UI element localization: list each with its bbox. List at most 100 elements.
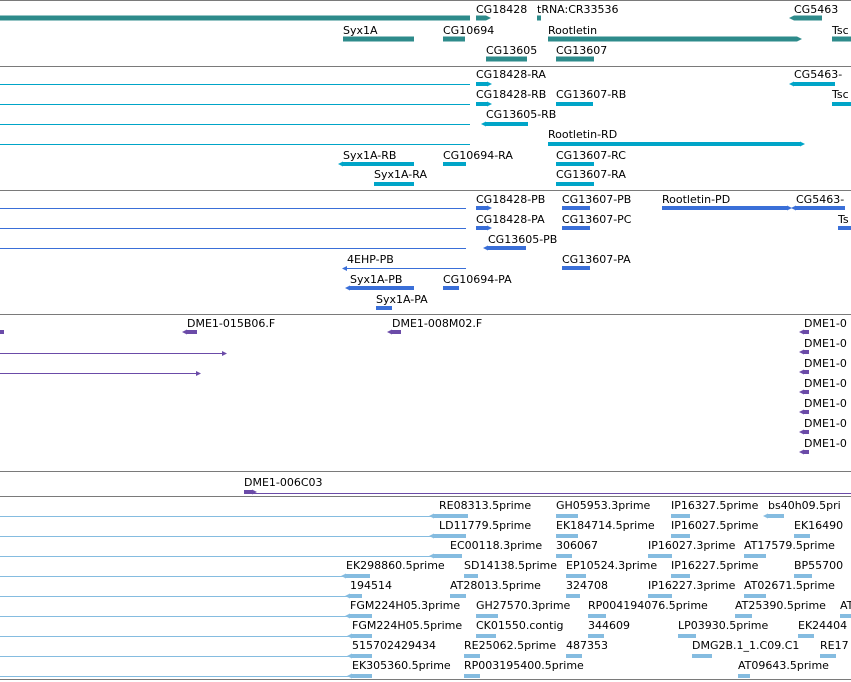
est-track-feature[interactable] (735, 614, 752, 618)
feature-label[interactable]: DME1-0 (804, 377, 847, 390)
feature-label[interactable]: AT25390.5prime (735, 599, 826, 612)
clone-track-feature[interactable] (0, 351, 227, 356)
feature-label[interactable]: DME1-015B06.F (187, 317, 276, 330)
transcript-track-feature[interactable] (789, 81, 835, 87)
feature-label[interactable]: IP16227.5prime (671, 559, 759, 572)
gene-track-feature[interactable] (556, 56, 594, 62)
protein-track-feature[interactable] (476, 225, 492, 231)
clone-track-feature[interactable] (0, 371, 201, 376)
feature-label[interactable]: DME1-0 (804, 437, 847, 450)
feature-label[interactable]: CG5463- (794, 68, 843, 81)
est-track-feature[interactable] (0, 536, 434, 537)
feature-label[interactable]: EK184714.5prime (556, 519, 655, 532)
est-track-feature[interactable] (671, 574, 690, 578)
transcript-track-feature[interactable] (0, 104, 470, 105)
est-track-feature[interactable] (566, 574, 586, 578)
feature-label[interactable]: CG13607-RB (556, 88, 627, 101)
est-track-feature[interactable] (671, 514, 690, 518)
feature-label[interactable]: GH27570.3prime (476, 599, 571, 612)
feature-label[interactable]: 515702429434 (352, 639, 436, 652)
feature-label[interactable]: RP004194076.5prime (588, 599, 708, 612)
transcript-track-feature[interactable] (556, 182, 594, 186)
est-track-feature[interactable] (738, 674, 750, 678)
protein-track-feature[interactable] (791, 205, 845, 211)
transcript-track-feature[interactable] (338, 161, 414, 167)
est-track-feature[interactable] (794, 534, 810, 538)
feature-label[interactable]: EC00118.3prime (450, 539, 543, 552)
feature-label[interactable]: 487353 (566, 639, 608, 652)
feature-label[interactable]: CG13605 (486, 44, 538, 57)
feature-label[interactable]: CG13605-PB (488, 233, 558, 246)
feature-label[interactable]: CG18428 (476, 3, 528, 16)
feature-label[interactable]: AT02671.5prime (744, 579, 835, 592)
est-track-feature[interactable] (566, 594, 580, 598)
clone-track-feature[interactable] (799, 389, 809, 395)
transcript-track-feature[interactable] (556, 102, 593, 106)
protein-track-feature[interactable] (483, 245, 526, 251)
feature-label[interactable]: DME1-0 (804, 397, 847, 410)
feature-label[interactable]: CG5463 (794, 3, 839, 16)
feature-label[interactable]: EK24404 (798, 619, 848, 632)
feature-label[interactable]: CG10694-RA (443, 149, 513, 162)
feature-label[interactable]: DME1-0 (804, 357, 847, 370)
est-track-feature[interactable] (0, 516, 434, 517)
protein-track-feature[interactable] (476, 205, 492, 211)
protein-track-feature[interactable] (562, 226, 590, 230)
feature-label[interactable]: 4EHP-PB (347, 253, 394, 266)
est-track-feature[interactable] (0, 636, 352, 637)
feature-label[interactable]: 194514 (350, 579, 392, 592)
feature-label[interactable]: Syx1A-PB (350, 273, 403, 286)
feature-label[interactable]: RE17 (820, 639, 849, 652)
est-track-feature[interactable] (429, 533, 466, 539)
feature-label[interactable]: Rootletin (548, 24, 598, 37)
feature-label[interactable]: tRNA:CR33536 (537, 3, 619, 16)
est-track-feature[interactable] (0, 596, 350, 597)
feature-label[interactable]: CG18428-PB (476, 193, 546, 206)
clone-track-feature[interactable] (799, 429, 809, 435)
protein-track-feature[interactable] (345, 285, 414, 291)
est-track-feature[interactable] (0, 616, 350, 617)
protein-track-feature[interactable] (562, 266, 590, 270)
feature-label[interactable]: bs40h09.5pri (768, 499, 841, 512)
feature-label[interactable]: IP16327.5prime (671, 499, 759, 512)
transcript-track-feature[interactable] (476, 81, 492, 87)
est-track-feature[interactable] (476, 634, 496, 638)
est-track-feature[interactable] (798, 634, 814, 638)
feature-label[interactable]: DMG2B.1_1.C09.C1 (692, 639, 800, 652)
gene-track-feature[interactable] (486, 56, 527, 62)
protein-track-feature[interactable] (376, 306, 392, 310)
protein-track-feature[interactable] (342, 266, 466, 271)
transcript-track-feature[interactable] (832, 102, 851, 106)
feature-label[interactable]: RP003195400.5prime (464, 659, 584, 672)
protein-track-feature[interactable] (443, 286, 459, 290)
feature-label[interactable]: CG13607-RC (556, 149, 626, 162)
est-track-feature[interactable] (556, 534, 578, 538)
feature-label[interactable]: CG18428-RA (476, 68, 546, 81)
est-track-feature[interactable] (464, 574, 478, 578)
est-track-feature[interactable] (566, 654, 582, 658)
clone-track-feature[interactable] (182, 329, 197, 335)
feature-label[interactable]: AT (840, 599, 851, 612)
est-track-feature[interactable] (671, 534, 690, 538)
feature-label[interactable]: 324708 (566, 579, 608, 592)
feature-label[interactable]: EP10524.3prime (566, 559, 658, 572)
est-track-feature[interactable] (0, 676, 352, 677)
gene-track-feature[interactable] (0, 15, 470, 21)
transcript-track-feature[interactable] (476, 101, 492, 107)
feature-label[interactable]: Syx1A-PA (376, 293, 428, 306)
feature-label[interactable]: Ts (838, 213, 849, 226)
feature-label[interactable]: Syx1A-RA (374, 168, 427, 181)
est-track-feature[interactable] (648, 594, 672, 598)
transcript-track-feature[interactable] (556, 162, 594, 166)
transcript-track-feature[interactable] (0, 144, 470, 145)
gene-track-feature[interactable] (537, 15, 541, 21)
gene-track-feature[interactable] (476, 15, 491, 21)
feature-label[interactable]: CG13607-PA (562, 253, 631, 266)
transcript-track-feature[interactable] (548, 141, 805, 147)
gene-track-feature[interactable] (443, 36, 465, 42)
est-track-feature[interactable] (840, 614, 851, 618)
est-track-feature[interactable] (429, 513, 468, 519)
protein-track-feature[interactable] (838, 226, 851, 230)
gene-track-feature[interactable] (343, 36, 414, 42)
feature-label[interactable]: IP16027.3prime (648, 539, 736, 552)
